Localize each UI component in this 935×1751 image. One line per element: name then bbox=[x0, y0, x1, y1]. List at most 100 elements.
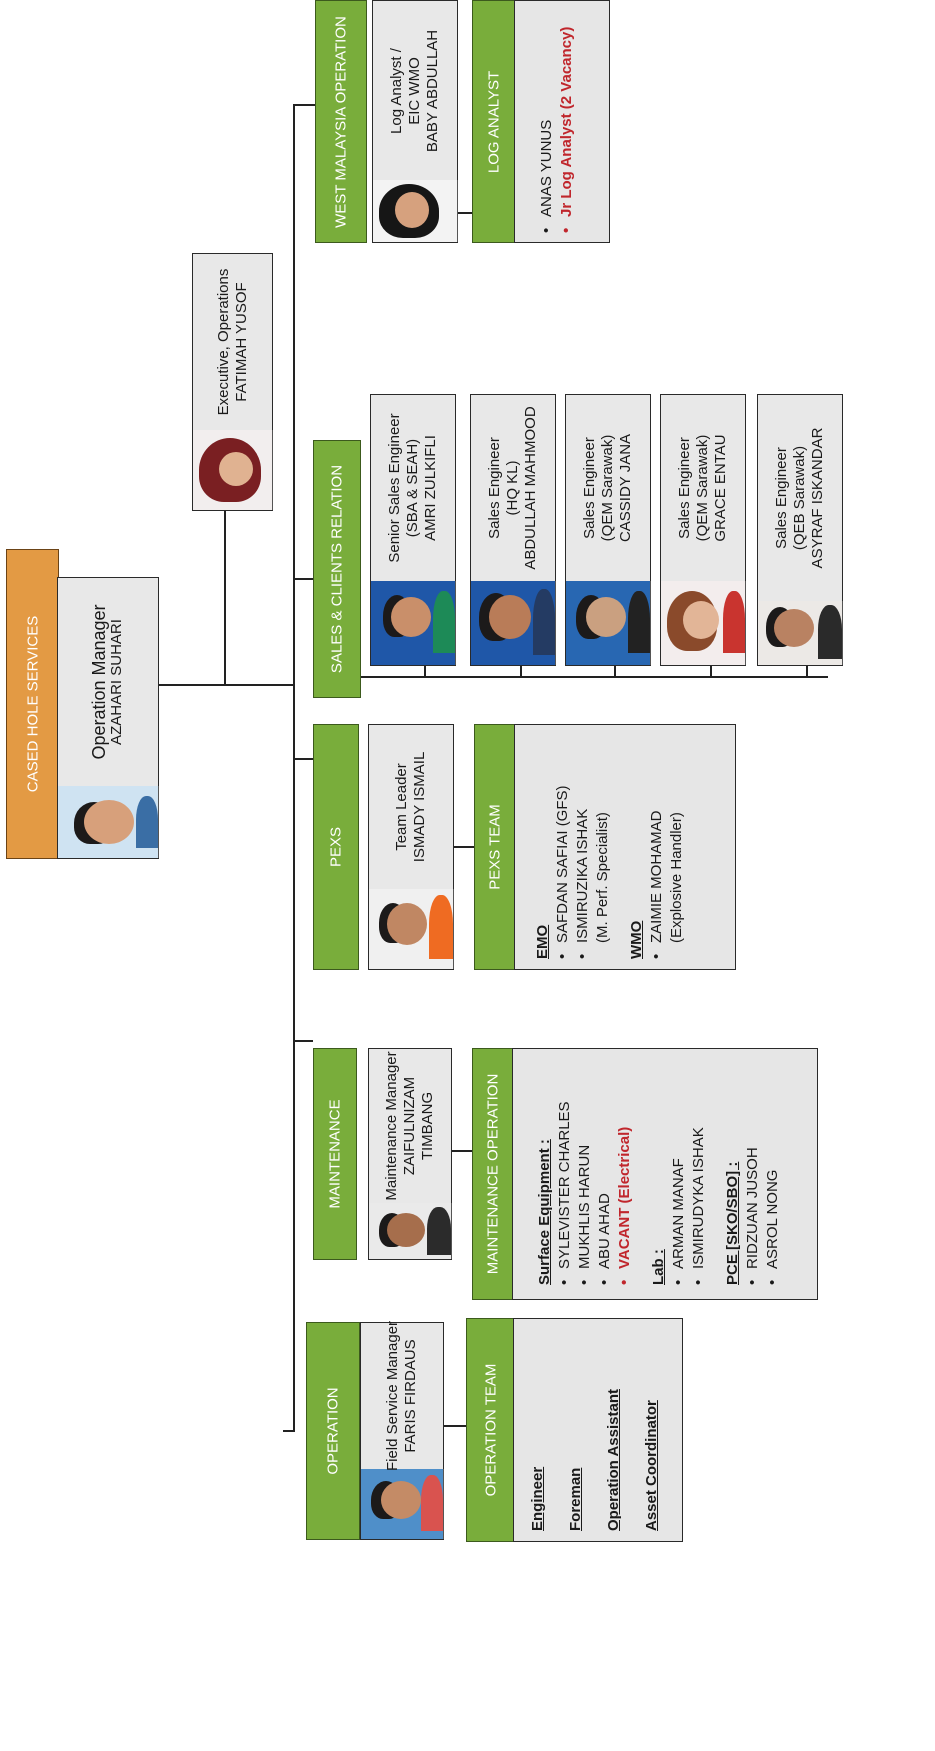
sales-5-region: (QEB Sarawak) bbox=[791, 445, 808, 551]
operation-header: OPERATION bbox=[306, 1322, 360, 1540]
maintenance-pce-1: RIDZUAN JUSOH bbox=[743, 1101, 763, 1285]
west-item-1: ANAS YUNUS bbox=[537, 27, 557, 233]
operation-item-asset: Asset Coordinator bbox=[643, 1400, 660, 1531]
connector-spine bbox=[293, 104, 295, 1432]
operation-manager-role: Field Service Manager bbox=[384, 1320, 401, 1472]
west-title: WEST MALAYSIA OPERATION bbox=[332, 15, 350, 228]
operation-item-foreman: Foreman bbox=[567, 1467, 584, 1531]
operation-title: OPERATION bbox=[324, 1387, 342, 1475]
sales-2-name: ABDULLAH MAHMOOD bbox=[522, 406, 539, 570]
maintenance-lab-1: ARMAN MANAF bbox=[669, 1101, 689, 1285]
maintenance-lab-title: Lab : bbox=[650, 1249, 667, 1285]
sales-photo-5 bbox=[758, 601, 843, 665]
maintenance-surface-3: ABU AHAD bbox=[595, 1101, 615, 1285]
west-analyst-l3: BABY ABDULLAH bbox=[424, 29, 441, 152]
connector-sales-4 bbox=[710, 664, 712, 678]
maintenance-pce-title: PCE [SKO/SBO] : bbox=[724, 1161, 741, 1285]
sales-photo-2 bbox=[471, 581, 556, 665]
operation-team-header: OPERATION TEAM bbox=[466, 1318, 515, 1542]
maintenance-manager-name-1: ZAIFULNIZAM bbox=[401, 1076, 418, 1176]
sales-1-role: Senior Sales Engineer bbox=[386, 413, 403, 563]
maintenance-pce-2: ASROL NONG bbox=[763, 1101, 783, 1285]
connector-to-sales bbox=[293, 578, 313, 580]
west-team-list: ANAS YUNUS Jr Log Analyst (2 Vacancy) bbox=[514, 0, 610, 243]
operation-manager-name: FARIS FIRDAUS bbox=[402, 1339, 419, 1453]
pexs-wmo-1b: (Explosive Handler) bbox=[668, 812, 685, 943]
sales-photo-3 bbox=[566, 581, 651, 665]
maintenance-lab-2: ISMIRUDYKA ISHAK bbox=[689, 1101, 709, 1285]
west-item-2: Jr Log Analyst (2 Vacancy) bbox=[557, 27, 577, 233]
west-analyst-l1: Log Analyst / bbox=[388, 47, 405, 134]
pexs-team-list: EMO SAFDAN SAFIAI (GFS) ISMIRUZIKA ISHAK… bbox=[514, 724, 736, 970]
maintenance-team-title: MAINTENANCE OPERATION bbox=[484, 1073, 502, 1275]
maintenance-header: MAINTENANCE bbox=[313, 1048, 357, 1260]
sales-1-name: AMRI ZULKIFLI bbox=[422, 435, 439, 541]
pexs-leader-role: Team Leader bbox=[393, 763, 410, 851]
maintenance-team-list: Surface Equipment : SYLEVISTER CHARLES M… bbox=[512, 1048, 818, 1300]
connector-sales-3 bbox=[614, 664, 616, 678]
sales-4-name: GRACE ENTAU bbox=[712, 434, 729, 542]
root-header: CASED HOLE SERVICES bbox=[6, 549, 59, 859]
maintenance-team-header: MAINTENANCE OPERATION bbox=[472, 1048, 514, 1300]
sales-2-role: Sales Engineer bbox=[486, 437, 503, 539]
maintenance-surface-1: SYLEVISTER CHARLES bbox=[555, 1101, 575, 1285]
root-manager-card: Operation Manager AZAHARI SUHARI bbox=[57, 577, 159, 859]
pexs-header: PEXS bbox=[313, 724, 359, 970]
connector-to-operation bbox=[283, 1430, 295, 1432]
sales-3-region: (QEM Sarawak) bbox=[599, 434, 616, 542]
sales-card-1: Senior Sales Engineer (SBA & SEAH) AMRI … bbox=[370, 394, 456, 666]
connector-west-team bbox=[456, 212, 472, 214]
maintenance-manager-photo bbox=[369, 1203, 452, 1259]
executive-card: Executive, Operations FATIMAH YUSOF bbox=[192, 253, 273, 511]
west-analyst-l2: EIC WMO bbox=[406, 56, 423, 125]
operation-team-title: OPERATION TEAM bbox=[482, 1363, 499, 1497]
operation-item-engineer: Engineer bbox=[529, 1466, 546, 1531]
connector-pexs-team bbox=[452, 846, 474, 848]
sales-4-region: (QEM Sarawak) bbox=[694, 434, 711, 542]
sales-1-region: (SBA & SEAH) bbox=[404, 438, 421, 538]
connector-operation-team bbox=[442, 1425, 466, 1427]
maintenance-vacant: VACANT (Electrical) bbox=[615, 1101, 635, 1285]
pexs-emo-2b: (M. Perf. Specialist) bbox=[594, 812, 611, 943]
pexs-emo-1: SAFDAN SAFIAI (GFS) bbox=[553, 785, 573, 959]
pexs-leader-name: ISMADY ISMAIL bbox=[411, 751, 428, 863]
west-team-header: LOG ANALYST bbox=[472, 0, 516, 243]
connector-exec-vertical bbox=[224, 508, 226, 686]
west-analyst-photo bbox=[373, 180, 458, 242]
root-manager-name: AZAHARI SUHARI bbox=[108, 619, 125, 745]
sales-5-name: ASYRAF ISKANDAR bbox=[809, 427, 826, 569]
pexs-team-title: PEXS TEAM bbox=[486, 804, 504, 890]
maintenance-manager-role: Maintenance Manager bbox=[383, 1051, 400, 1201]
root-manager-role: Operation Manager bbox=[89, 604, 109, 760]
pexs-leader-photo bbox=[369, 889, 454, 969]
maintenance-manager-card: Maintenance Manager ZAIFULNIZAM TIMBANG bbox=[368, 1048, 452, 1260]
connector-sales-1 bbox=[424, 664, 426, 678]
sales-card-3: Sales Engineer (QEM Sarawak) CASSIDY JAN… bbox=[565, 394, 651, 666]
west-header: WEST MALAYSIA OPERATION bbox=[315, 0, 367, 243]
executive-role: Executive, Operations bbox=[214, 268, 232, 416]
sales-card-2: Sales Engineer (HQ KL) ABDULLAH MAHMOOD bbox=[470, 394, 556, 666]
sales-photo-4 bbox=[661, 581, 746, 665]
connector-to-maintenance bbox=[293, 1040, 313, 1042]
connector-to-pexs bbox=[293, 758, 313, 760]
pexs-leader-card: Team Leader ISMADY ISMAIL bbox=[368, 724, 454, 970]
maintenance-surface-title: Surface Equipment : bbox=[536, 1139, 553, 1285]
connector-maintenance-team bbox=[450, 1150, 472, 1152]
executive-photo bbox=[193, 430, 273, 510]
sales-card-4: Sales Engineer (QEM Sarawak) GRACE ENTAU bbox=[660, 394, 746, 666]
west-analyst-card: Log Analyst / EIC WMO BABY ABDULLAH bbox=[372, 0, 458, 243]
pexs-team-header: PEXS TEAM bbox=[474, 724, 516, 970]
sales-title: SALES & CLIENTS RELATION bbox=[328, 464, 346, 674]
executive-name: FATIMAH YUSOF bbox=[232, 282, 250, 402]
maintenance-title: MAINTENANCE bbox=[326, 1099, 344, 1209]
pexs-emo-2: ISMIRUZIKA ISHAK bbox=[573, 785, 593, 959]
operation-team-list: Engineer Foreman Operation Assistant Ass… bbox=[513, 1318, 683, 1542]
sales-header: SALES & CLIENTS RELATION bbox=[313, 440, 361, 698]
pexs-wmo-1: ZAIMIE MOHAMAD bbox=[647, 785, 667, 959]
sales-4-role: Sales Engineer bbox=[676, 437, 693, 539]
sales-photo-1 bbox=[371, 581, 456, 665]
maintenance-manager-name-2: TIMBANG bbox=[419, 1091, 436, 1161]
sales-card-5: Sales Engineer (QEB Sarawak) ASYRAF ISKA… bbox=[757, 394, 843, 666]
operation-manager-photo bbox=[361, 1469, 444, 1539]
